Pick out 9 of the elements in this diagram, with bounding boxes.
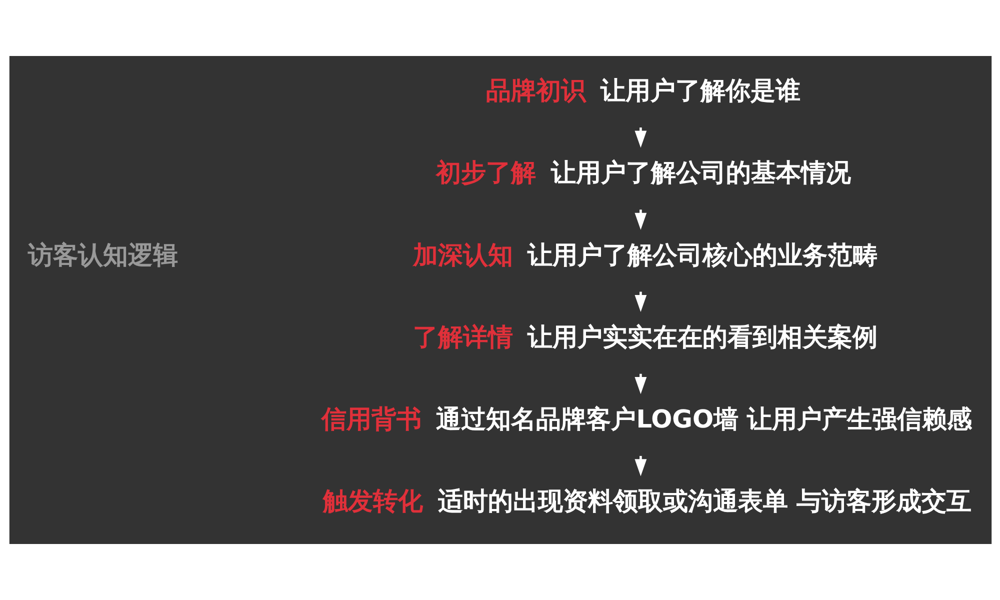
node-text: 信用背书 通过知名品牌客户LOGO墙 让用户产生强信赖感 bbox=[321, 404, 972, 434]
label: 访客认知逻辑 bbox=[27, 240, 178, 270]
arrow bbox=[634, 210, 646, 230]
node-text: 加深认知 让用户了解公司核心的业务范畴 bbox=[412, 240, 878, 270]
node-text: 了解详情 让用户实实在在的看到相关案例 bbox=[412, 322, 878, 352]
node-text: 触发转化 适时的出现资料领取或沟通表单 与访客形成交互 bbox=[322, 486, 971, 516]
arrow bbox=[634, 292, 646, 312]
node-text: 品牌初识 让用户了解你是谁 bbox=[485, 76, 800, 106]
node-text: 初步了解 让用户了解公司的基本情况 bbox=[436, 158, 850, 188]
